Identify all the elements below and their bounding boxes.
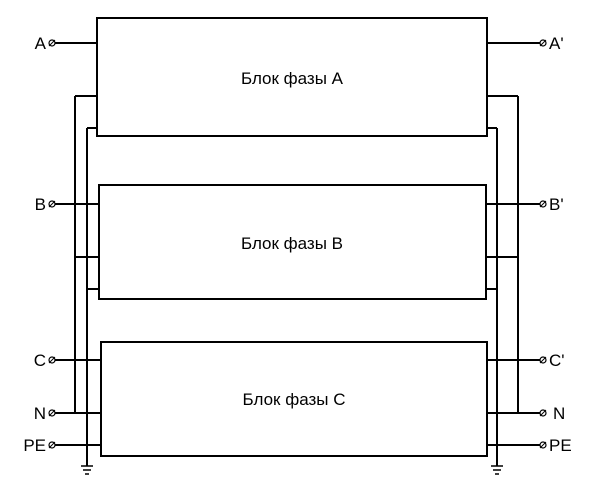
block-phase-c-label: Блок фазы C <box>243 390 346 409</box>
ground-icon-right <box>491 465 503 475</box>
block-phase-b-label: Блок фазы B <box>241 234 343 253</box>
terminal-label-a-right: A' <box>549 34 564 53</box>
terminal-label-c-right: C' <box>549 351 565 370</box>
terminal-label-pe-left: PE <box>23 436 46 455</box>
terminal-label-b-left: B <box>35 195 46 214</box>
block-phase-b-box <box>98 184 487 300</box>
right-terminal-leads <box>486 42 540 446</box>
terminal-label-b-right: B' <box>549 195 564 214</box>
block-phase-c-box <box>100 341 488 457</box>
ground-icon-left <box>81 465 93 475</box>
block-phase-a-label: Блок фазы A <box>241 69 344 88</box>
terminal-label-n-right: N <box>553 404 565 423</box>
terminal-label-a-left: A <box>35 34 47 53</box>
block-phase-a-box <box>96 17 488 137</box>
left-bus-lines <box>74 95 99 466</box>
terminal-label-c-left: C <box>34 351 46 370</box>
terminal-label-n-left: N <box>34 404 46 423</box>
left-terminal-leads <box>55 42 101 446</box>
terminal-label-pe-right: PE <box>549 436 572 455</box>
right-bus-lines <box>486 95 519 466</box>
